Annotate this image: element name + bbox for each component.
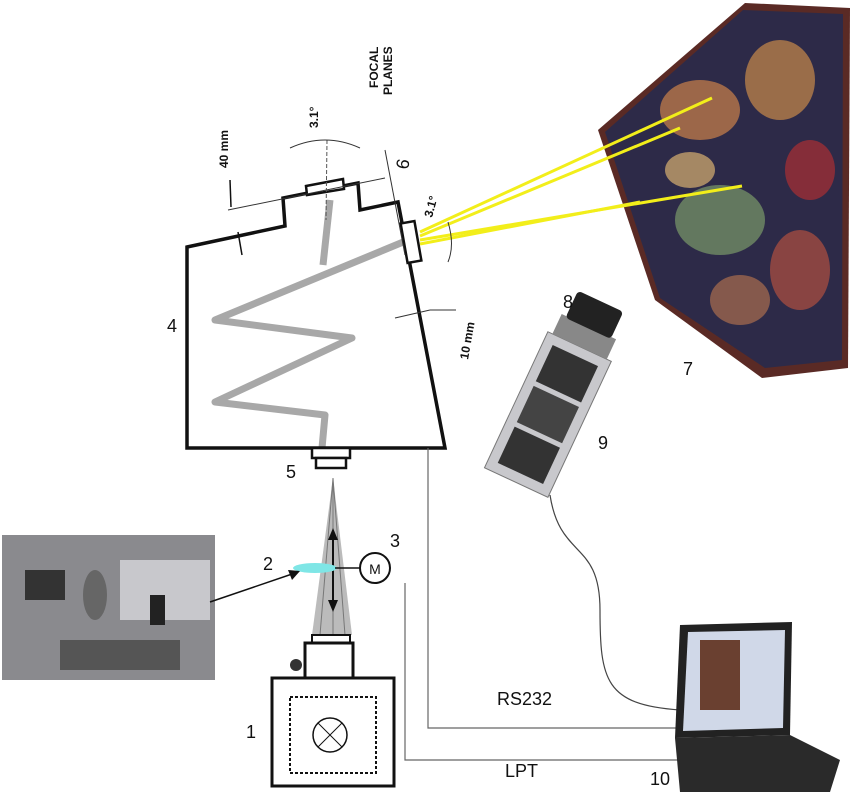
- monochromator: [185, 139, 456, 470]
- focal-label-1: FOCAL: [367, 47, 381, 88]
- lpt-label: LPT: [505, 761, 538, 781]
- angle-top: 3.1°: [307, 106, 321, 128]
- rs232-label: RS232: [497, 689, 552, 709]
- focal-label-2: PLANES: [381, 46, 395, 95]
- label-2: 2: [263, 554, 273, 574]
- painting-icon: [598, 3, 850, 378]
- lamp-housing: [270, 634, 396, 788]
- light-beams: [419, 96, 743, 246]
- motor-label: M: [369, 561, 381, 577]
- label-9: 9: [598, 433, 608, 453]
- label-10: 10: [650, 769, 670, 789]
- laptop-icon: [675, 622, 840, 792]
- label-7: 7: [683, 359, 693, 379]
- rs232-cable: [427, 448, 680, 729]
- filter-icon: [293, 563, 337, 573]
- angle-side: 3.1°: [421, 194, 440, 219]
- label-6: 6: [392, 157, 413, 170]
- setup-photo: [2, 535, 215, 680]
- dim-40mm: 40 mm: [217, 130, 231, 168]
- label-8: 8: [563, 292, 573, 312]
- lpt-cable: [404, 583, 680, 761]
- bulb-icon: [312, 717, 348, 753]
- camera-cable: [549, 494, 681, 711]
- dim-10mm: 10 mm: [457, 321, 477, 361]
- label-5: 5: [286, 462, 296, 482]
- label-1: 1: [246, 722, 256, 742]
- motor-icon: [359, 552, 391, 584]
- pointer-arrow: [209, 571, 299, 603]
- label-4: 4: [167, 316, 177, 336]
- camera-icon: [483, 291, 623, 498]
- label-3: 3: [390, 531, 400, 551]
